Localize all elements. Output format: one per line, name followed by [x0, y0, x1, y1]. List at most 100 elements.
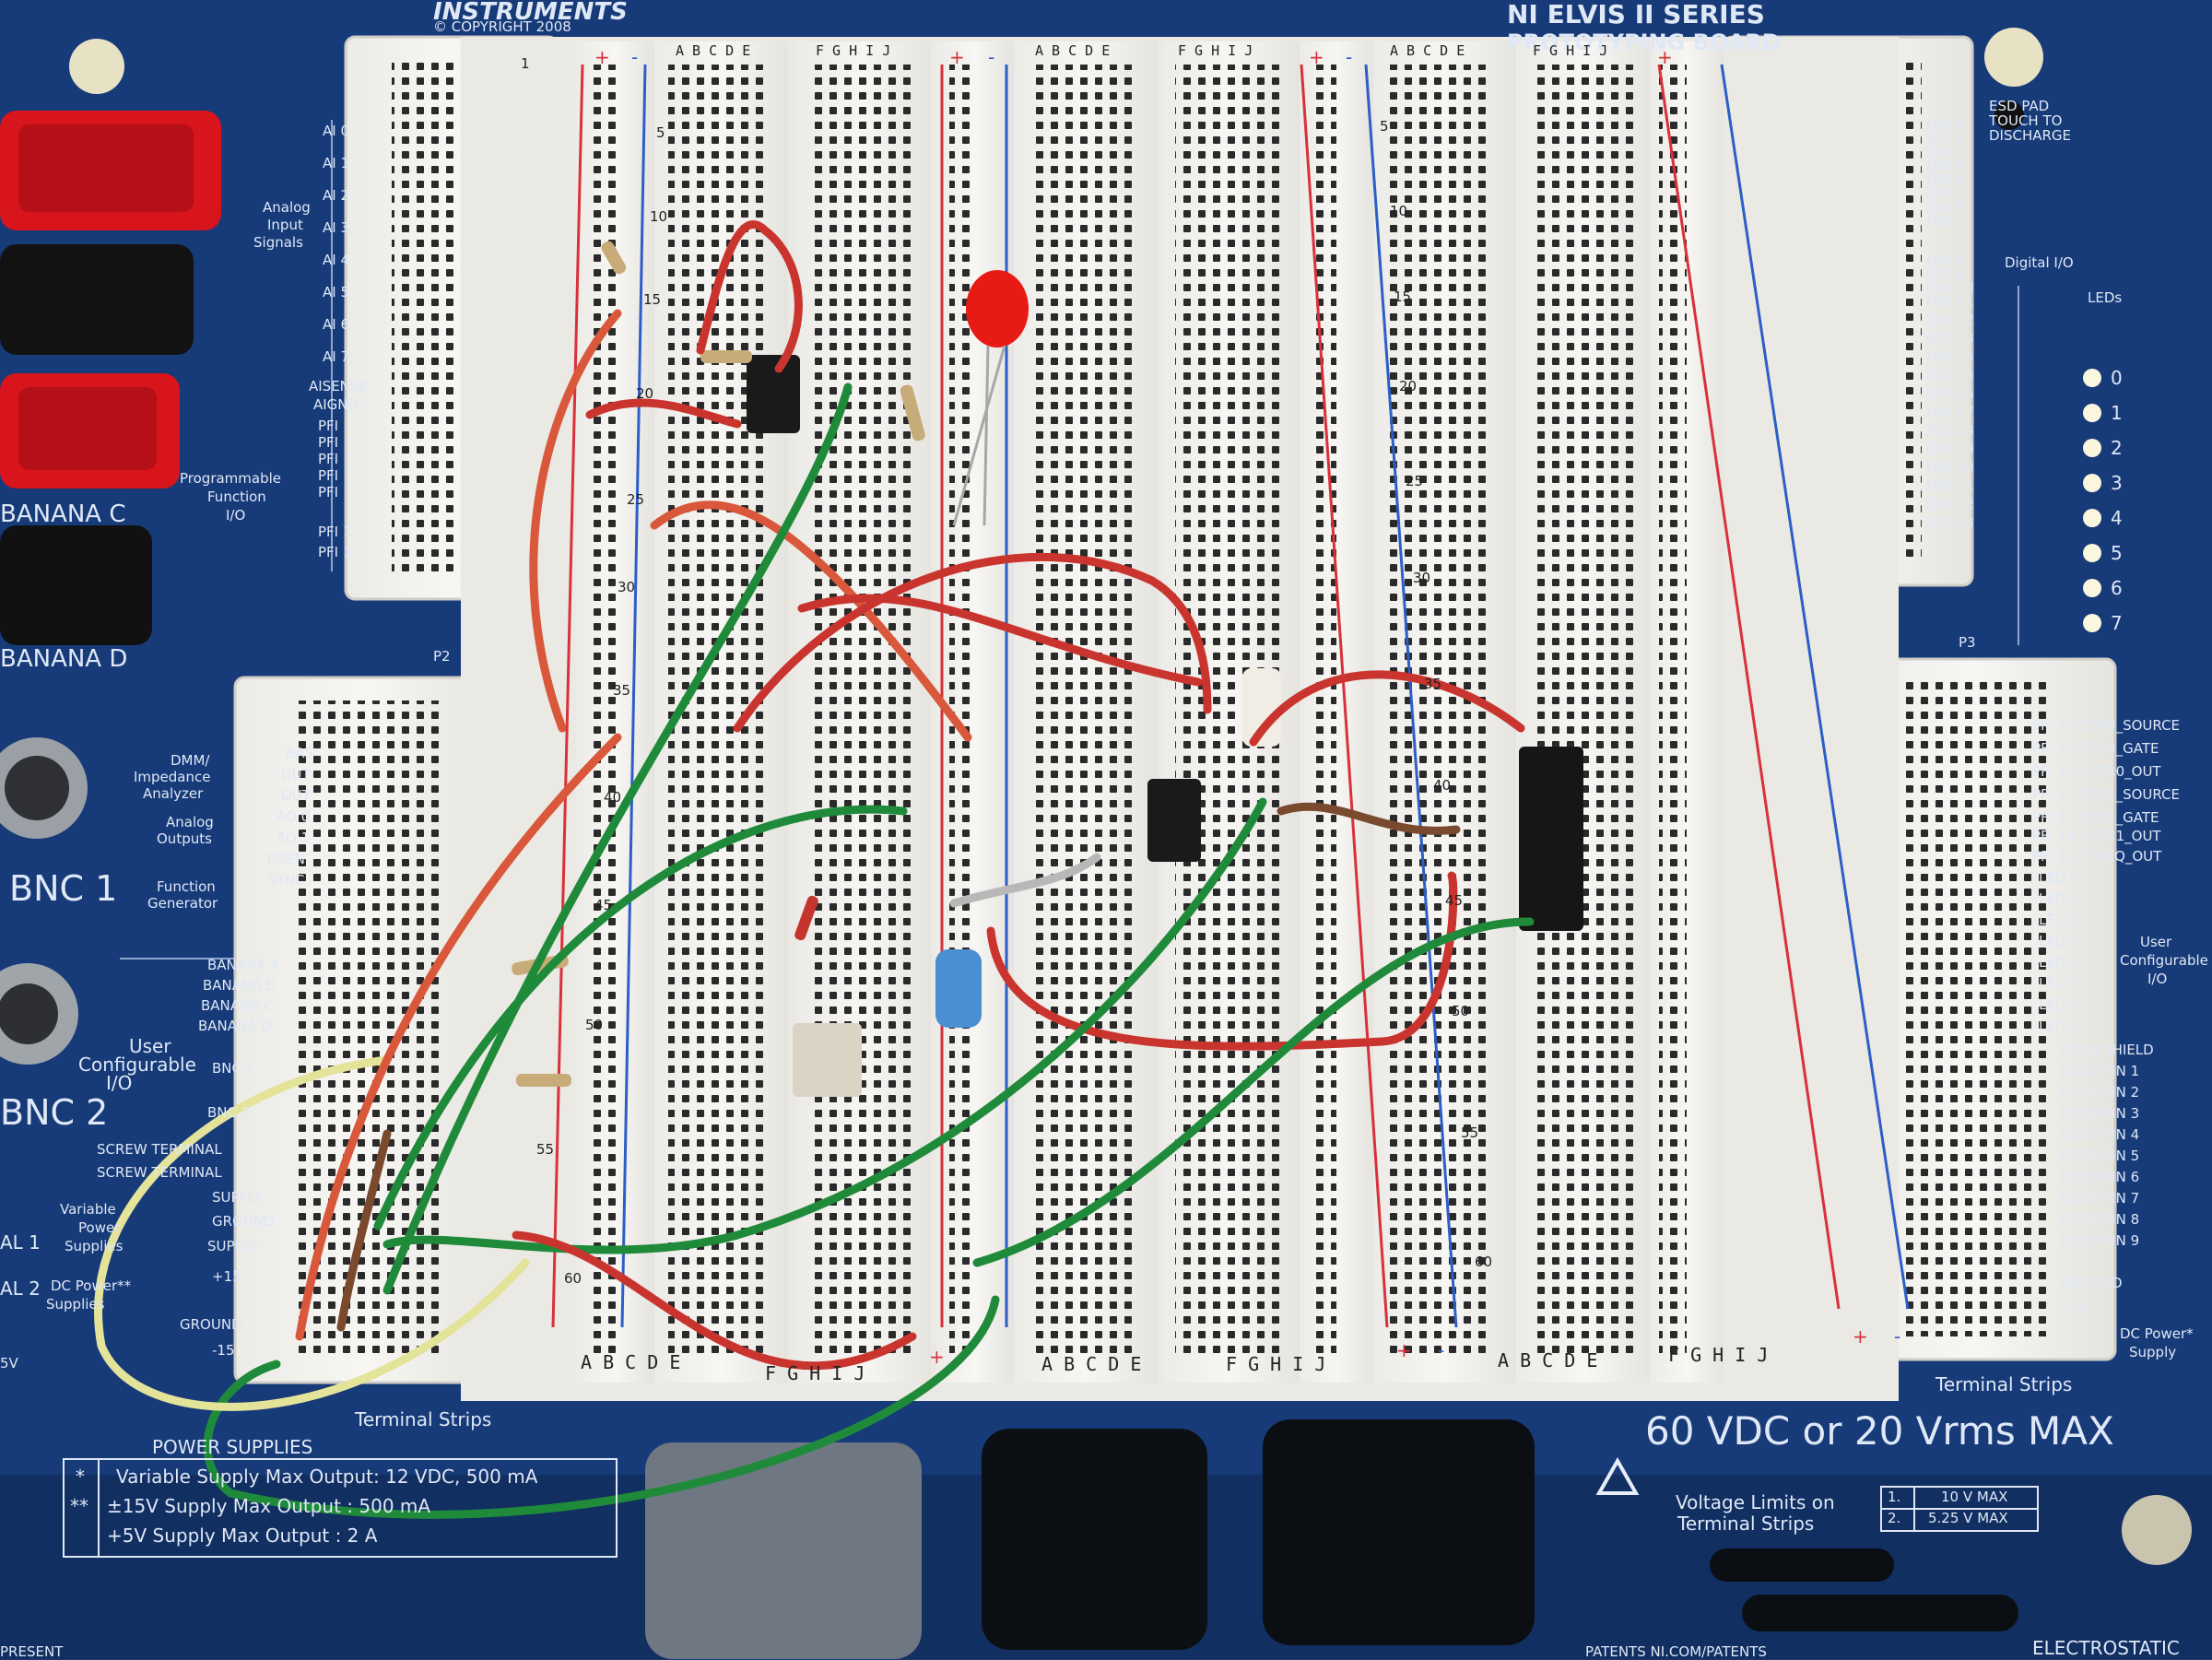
pfi-label: PFI — [318, 467, 339, 484]
ai-label: AIGND — [313, 396, 359, 413]
row-number: 40 — [1433, 777, 1452, 794]
led-number: 3 — [2111, 472, 2123, 494]
user-io-title-right-1: User — [2140, 934, 2172, 950]
esd-pad-line-2: TOUCH TO — [1989, 112, 2063, 129]
dio-label: DIO 19 — [1926, 441, 1974, 457]
limit-number: 2. — [1888, 1510, 1901, 1526]
analog-out-title-1: Analog — [166, 814, 214, 830]
dio-label: DIO 20 — [1926, 459, 1974, 476]
rail-plus: + — [1853, 1325, 1868, 1348]
pfi-label: PFI — [318, 434, 339, 451]
rail-plus: + — [929, 1346, 945, 1368]
led-number: 4 — [2111, 507, 2123, 529]
dmm-pin: BAS — [286, 745, 314, 761]
rail-plus: + — [1396, 1339, 1412, 1361]
row-number: 25 — [1406, 473, 1424, 489]
note-mark: * — [76, 1466, 85, 1488]
row-number: 60 — [564, 1270, 582, 1287]
voltage-limits-table: 1. 10 V MAX 2. 5.25 V MAX — [1880, 1486, 2039, 1532]
power-notes-table: * Variable Supply Max Output: 12 VDC, 50… — [63, 1458, 618, 1558]
analog-input-title-2: Input — [267, 217, 303, 233]
present-label: PRESENT — [0, 1643, 64, 1660]
row-number: 15 — [1394, 288, 1412, 305]
dio-label: DIO 7 — [1926, 213, 1966, 230]
bnc-1-label: BNC 1 — [9, 868, 118, 909]
dsub-pin: +5V — [2060, 1298, 2090, 1314]
column-letters-right: F G H I J — [816, 42, 891, 59]
banana-item: BANANA D — [198, 1018, 272, 1034]
screw-terminal-1: SCREW TERMINAL — [97, 1141, 222, 1158]
dio-label: DIO 23 — [1926, 514, 1974, 531]
rail-plus: + — [1309, 46, 1324, 68]
counter-pin: PFI 9 / CTR0_GATE — [2032, 740, 2159, 757]
counter-pin: PFI 3 / CTR1_SOURCE — [2032, 786, 2181, 803]
ai-label: AI 2 — [323, 187, 349, 204]
dio-label: DIO 0 — [1926, 116, 1966, 133]
supply-title-2: Power — [78, 1219, 121, 1236]
terminal-strip-bottom-right — [1828, 657, 2117, 1361]
mounting-hole-top-left — [69, 39, 124, 94]
dc-pin: GROUND — [180, 1316, 242, 1333]
user-led: LED 5 — [2039, 975, 2079, 992]
board-cutouts — [645, 1419, 2192, 1659]
copyright: © COPYRIGHT 2008 — [433, 18, 571, 35]
diode — [794, 895, 818, 941]
dsub-pin: DSUB SHIELD — [2060, 1042, 2154, 1058]
row-number: 35 — [613, 682, 631, 699]
dio-label: DIO 21 — [1926, 477, 1974, 494]
banana-item: BANANA A — [207, 957, 280, 973]
note-text: Variable Supply Max Output: 12 VDC, 500 … — [116, 1466, 538, 1488]
wire-red-bottom — [512, 1230, 917, 1371]
bnc-item: BNC 2 — [207, 1104, 251, 1121]
dmm-pin: SYNC — [267, 872, 305, 889]
board-name: PROTOTYPING BOARD — [1507, 29, 1781, 55]
ai-label: AI 6 — [323, 316, 349, 333]
supply-pin: GROUND — [212, 1213, 275, 1230]
resistor-top — [700, 350, 752, 363]
counter-pin: PFI 8 / CTR0_SOURCE — [2032, 717, 2181, 734]
row-number: 5 — [1380, 118, 1389, 135]
wire-brown-1 — [1277, 802, 1461, 835]
dio-label: DIO 6 — [1926, 199, 1966, 216]
limit-number: 1. — [1888, 1489, 1901, 1505]
ai-label: AI 1 — [323, 155, 349, 171]
row-number: 50 — [1452, 1003, 1470, 1019]
column-letters-bottom: F G H I J — [1226, 1353, 1326, 1375]
column-letters-right: F G H I J — [1178, 42, 1253, 59]
dc-power-label-1: DC Power* — [2120, 1325, 2194, 1342]
ai-label: AI 5 — [323, 284, 349, 300]
dsub-pin: DSUB PIN 1 — [2060, 1063, 2140, 1079]
row-number: 40 — [604, 789, 622, 806]
counter-pin: PFI 14 / FREQ_OUT — [2032, 848, 2162, 865]
phototransistor — [1242, 668, 1281, 747]
wire-green-bottom — [203, 1295, 1000, 1519]
banana-item: BANANA C — [201, 997, 274, 1014]
banana-c-label: BANANA C — [0, 500, 126, 528]
main-breadboard — [461, 37, 1910, 1401]
strip-number: 1 — [521, 55, 530, 72]
resistor-led — [900, 384, 925, 441]
electrostatic-label: ELECTROSTATIC — [2032, 1637, 2180, 1659]
wire-orange-mid — [650, 500, 972, 742]
wire-green-right — [972, 917, 1535, 1267]
dc-power-label-2: Supply — [2129, 1344, 2177, 1360]
row-number: 25 — [627, 491, 645, 508]
dmm-title-1: DMM/ — [171, 752, 210, 769]
supply-pin: SUPPLY — [212, 1189, 263, 1206]
side-code: 5V — [0, 1355, 18, 1372]
row-number: 15 — [643, 291, 662, 308]
dsub-pin: DSUB PIN 2 — [2060, 1084, 2140, 1101]
brand-name: INSTRUMENTS — [433, 0, 628, 26]
supply-pin: SUPPLY — [207, 1238, 258, 1254]
row-number: 50 — [585, 1017, 604, 1033]
dio-label: DIO 8 — [1926, 252, 1966, 268]
terminal-strips-label-left: Terminal Strips — [355, 1408, 492, 1430]
user-led: LED 7 — [2039, 1018, 2079, 1034]
board-leds — [2083, 369, 2101, 632]
row-number: 55 — [1461, 1124, 1479, 1141]
analog-input-title-3: Signals — [253, 234, 303, 251]
user-io-title-right-2: Configurable — [2120, 952, 2208, 969]
dio-label: DIO 4 — [1926, 171, 1966, 188]
user-led: LED 3 — [2039, 933, 2079, 949]
esd-pad-line-3: DISCHARGE — [1989, 127, 2072, 144]
